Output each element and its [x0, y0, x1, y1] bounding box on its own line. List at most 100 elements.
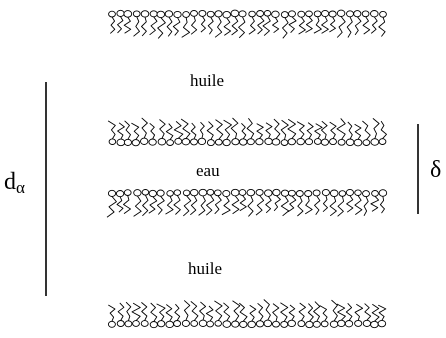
surfactant-tail: [330, 197, 336, 216]
water-label: eau: [196, 162, 220, 179]
surfactant-head: [141, 11, 149, 17]
surfactant-tail: [266, 123, 272, 138]
surfactant-tail: [124, 17, 131, 33]
surfactant-head: [298, 321, 305, 327]
surfactant-tail: [289, 305, 295, 320]
surfactant-head: [330, 190, 338, 197]
surfactant-head: [354, 139, 362, 146]
surfactant-head: [296, 191, 303, 197]
surfactant-head: [232, 139, 239, 145]
surfactant-tail: [118, 303, 124, 321]
surfactant-tail: [378, 305, 386, 320]
surfactant-head: [167, 191, 174, 197]
surfactant-tail: [348, 122, 353, 139]
surfactant-tail: [240, 195, 247, 210]
surfactant-tail: [141, 302, 147, 320]
surfactant-head: [314, 139, 321, 145]
surfactant-head: [167, 140, 174, 146]
surfactant-tail: [199, 196, 206, 216]
surfactant-tail: [107, 197, 116, 218]
surfactant-tail: [142, 17, 147, 36]
surfactant-tail: [191, 301, 198, 320]
surfactant-head: [305, 139, 312, 145]
surfactant-head: [272, 11, 280, 17]
surfactant-head: [338, 320, 345, 326]
surfactant-head: [372, 191, 379, 197]
surfactant-head: [321, 321, 328, 327]
surfactant-head: [108, 190, 115, 196]
surfactant-head: [239, 11, 246, 17]
surfactant-tail: [206, 195, 214, 215]
surfactant-tail: [184, 300, 190, 320]
surfactant-tail: [379, 17, 385, 36]
surfactant-head: [248, 321, 256, 327]
surfactant-head: [215, 139, 222, 145]
surfactant-tail: [149, 197, 157, 214]
water-layer-top: [108, 118, 386, 146]
surfactant-tail: [125, 121, 131, 140]
surfactant-head: [117, 139, 125, 146]
surfactant-head: [166, 321, 174, 327]
surfactant-head: [265, 190, 273, 197]
surfactant-tail: [134, 196, 142, 216]
surfactant-tail: [142, 118, 148, 138]
surfactant-head: [165, 11, 172, 17]
surfactant-head: [297, 138, 305, 144]
surfactant-tail: [214, 301, 222, 321]
surfactant-head: [371, 139, 379, 146]
surfactant-tail: [337, 118, 345, 139]
surfactant-head: [116, 191, 123, 197]
surfactant-head: [380, 11, 387, 17]
surfactant-head: [141, 138, 148, 144]
surfactant-head: [223, 11, 231, 18]
surfactant-head: [288, 139, 295, 145]
surfactant-tail: [231, 118, 238, 139]
surfactant-head: [314, 11, 321, 17]
surfactant-tail: [371, 196, 379, 211]
surfactant-tail: [299, 17, 306, 34]
surfactant-tail: [280, 303, 287, 322]
surfactant-tail: [346, 303, 352, 320]
surfactant-head: [191, 139, 198, 145]
surfactant-tail: [273, 304, 279, 322]
surfactant-head: [215, 11, 222, 17]
surfactant-head: [330, 321, 338, 327]
surfactant-tail: [108, 121, 115, 139]
surfactant-tail: [381, 121, 386, 139]
surfactant-head: [256, 321, 263, 327]
surfactant-tail: [167, 17, 172, 36]
surfactant-head: [265, 138, 273, 144]
surfactant-tail: [332, 300, 338, 321]
surfactant-tail: [308, 304, 313, 322]
surfactant-tail: [215, 196, 222, 214]
surfactant-head: [109, 11, 116, 17]
surfactant-tail: [191, 16, 197, 34]
surfactant-tail: [258, 17, 264, 35]
surfactant-head: [371, 321, 379, 327]
surfactant-head: [355, 320, 362, 326]
surfactant-head: [174, 11, 181, 17]
surfactant-head: [149, 190, 156, 196]
surfactant-head: [191, 11, 198, 17]
surfactant-head: [256, 139, 263, 145]
surfactant-head: [272, 139, 280, 145]
surfactant-head: [337, 10, 345, 16]
surfactant-head: [256, 189, 263, 195]
surfactant-head: [288, 320, 296, 326]
surfactant-head: [174, 321, 181, 327]
surfactant-head: [379, 139, 386, 145]
surfactant-head: [298, 11, 305, 17]
surfactant-tail: [124, 196, 131, 214]
surfactant-head: [134, 190, 141, 196]
surfactant-tail: [182, 17, 190, 37]
surfactant-tail: [241, 123, 245, 139]
surfactant-head: [207, 321, 214, 327]
surfactant-tail: [283, 18, 289, 39]
surfactant-head: [321, 139, 328, 145]
surfactant-head: [191, 321, 198, 327]
surfactant-head: [198, 138, 205, 144]
surfactant-tail: [330, 122, 336, 139]
surfactant-tail: [181, 119, 190, 139]
surfactant-tail: [307, 123, 313, 139]
surfactant-head: [306, 11, 313, 17]
